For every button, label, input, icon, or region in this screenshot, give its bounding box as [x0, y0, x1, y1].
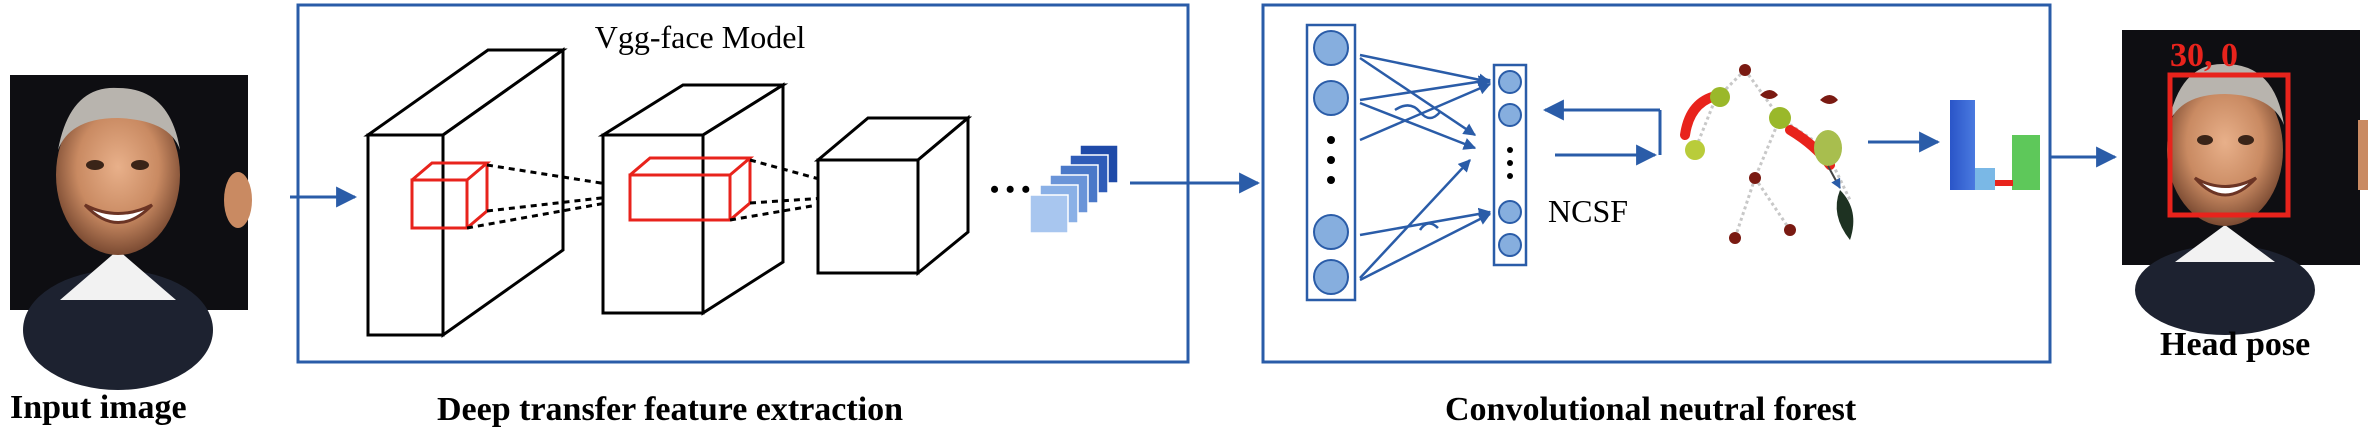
conv-block-1 [363, 47, 568, 338]
split-layer-nodes [1498, 70, 1522, 257]
input-layer-column [1305, 23, 1357, 302]
vgg-model-title: Vgg-face Model [595, 19, 806, 55]
input-layer-ellipsis [1327, 136, 1335, 184]
convolutional-forest-box [1261, 3, 2052, 364]
caption-head-pose: Head pose [2160, 326, 2310, 363]
decision-tree-icon [1680, 64, 1854, 244]
input-face-photo [10, 75, 252, 390]
split-layer-column [1492, 63, 1528, 267]
caption-feature-extraction: Deep transfer feature extraction [437, 391, 903, 428]
caption-input-image: Input image [10, 389, 187, 426]
split-layer-ellipsis [1507, 147, 1513, 179]
ncsf-label: NCSF [1548, 193, 1628, 229]
layers-ellipsis: • • • [990, 175, 1030, 204]
prediction-histogram-icon [1950, 100, 2040, 190]
head-detection-box [2167, 72, 2291, 218]
input-layer-nodes [1313, 30, 1349, 295]
conv-block-2 [597, 82, 789, 316]
head-pose-value: 30, 0 [2170, 37, 2238, 74]
feature-map-stack-icon [1029, 144, 1119, 234]
output-face-photo [2122, 30, 2368, 335]
caption-forest: Convolutional neutral forest [1445, 391, 1857, 428]
neural-connections [1359, 53, 1492, 282]
conv-block-3 [813, 114, 973, 277]
